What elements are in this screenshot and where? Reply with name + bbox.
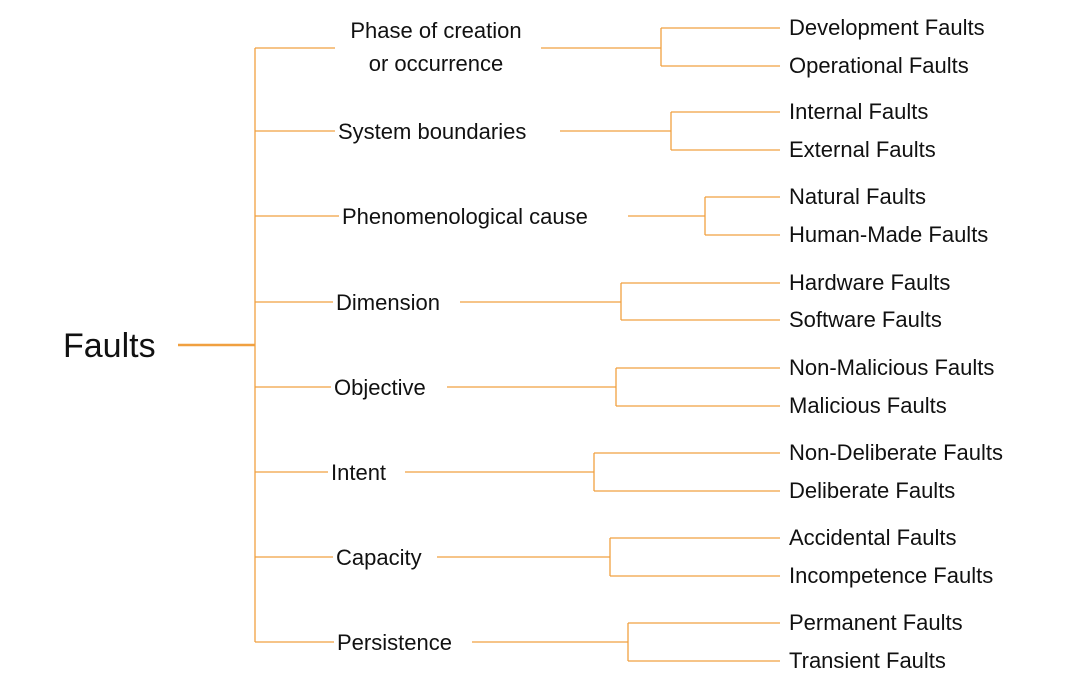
- category-label: System boundaries: [338, 119, 526, 144]
- category-label: Phase of creation: [350, 18, 521, 43]
- leaf-label: Transient Faults: [789, 648, 946, 673]
- leaf-label: Human-Made Faults: [789, 222, 988, 247]
- leaf-label: Development Faults: [789, 15, 985, 40]
- category-label: Capacity: [336, 545, 422, 570]
- leaf-label: Incompetence Faults: [789, 563, 993, 588]
- category-label: Dimension: [336, 290, 440, 315]
- leaf-label: External Faults: [789, 137, 936, 162]
- leaf-label: Internal Faults: [789, 99, 928, 124]
- leaf-label: Hardware Faults: [789, 270, 950, 295]
- leaf-label: Operational Faults: [789, 53, 969, 78]
- category-label: Phenomenological cause: [342, 204, 588, 229]
- category-label: or occurrence: [369, 51, 504, 76]
- category-label: Objective: [334, 375, 426, 400]
- leaf-label: Natural Faults: [789, 184, 926, 209]
- leaf-label: Deliberate Faults: [789, 478, 955, 503]
- leaf-label: Malicious Faults: [789, 393, 947, 418]
- leaf-label: Non-Malicious Faults: [789, 355, 994, 380]
- leaf-label: Accidental Faults: [789, 525, 957, 550]
- category-label: Persistence: [337, 630, 452, 655]
- leaf-label: Non-Deliberate Faults: [789, 440, 1003, 465]
- leaf-label: Permanent Faults: [789, 610, 963, 635]
- root-label: Faults: [63, 327, 156, 365]
- leaf-label: Software Faults: [789, 307, 942, 332]
- category-label: Intent: [331, 460, 386, 485]
